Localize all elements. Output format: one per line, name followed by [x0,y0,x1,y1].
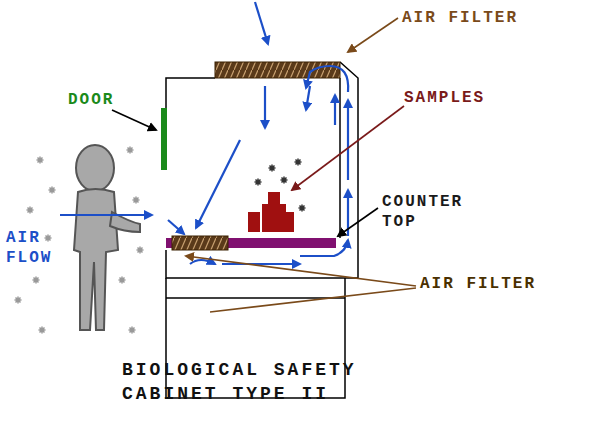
particle [133,197,140,204]
particle [49,187,56,194]
particle [295,159,302,166]
particle [127,147,134,154]
leader-lines [112,18,416,312]
particle [15,297,22,304]
part-label: COUNTER TOP [382,192,492,232]
particle [45,235,52,242]
front-grille-filter [172,236,228,250]
particle [137,247,144,254]
air-flow-arrows [60,2,348,264]
particle [129,327,136,334]
particle [37,157,44,164]
part-label: AIR FILTER [402,8,582,28]
particle [27,207,34,214]
part-label: AIR FLOW [6,228,66,268]
particle [39,327,46,334]
cabinet-outline [166,62,358,398]
particle [281,177,288,184]
particle [33,277,40,284]
part-label: SAMPLES [404,88,554,108]
operator-figure [74,145,140,330]
top-air-filter [215,62,340,78]
part-label: AIR FILTER [420,274,585,294]
part-label: DOOR [68,90,148,110]
door [161,108,167,170]
particle [299,205,306,212]
samples [248,192,294,232]
particle [255,179,262,186]
particle [119,277,126,284]
caption: BIOLOGICAL SAFETY CABINET TYPE II [122,358,412,406]
particle [269,165,276,172]
